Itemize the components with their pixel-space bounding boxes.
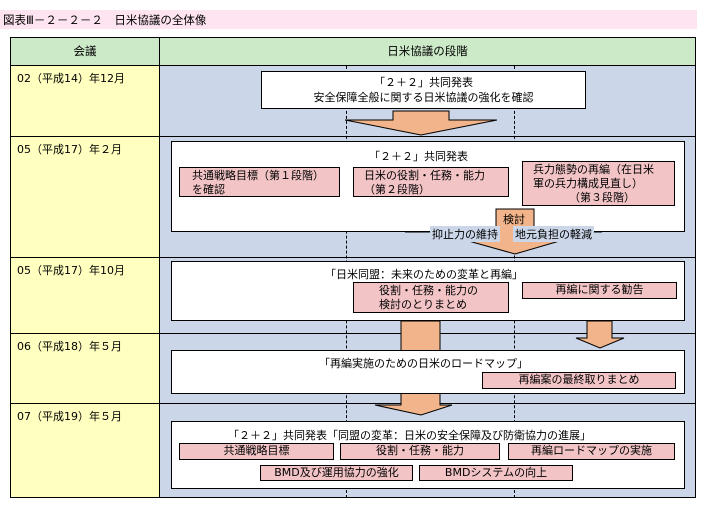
item-line: （第３段階） [569, 191, 635, 204]
arrow-roadmap-down [374, 392, 453, 416]
item-line: （第２段階） [364, 183, 430, 196]
date-cell-2007: 07（平成19）年５月 [10, 403, 160, 498]
arrow-recommendation-down [575, 320, 625, 349]
alliance-transformation-title: 「日米同盟：未来のための変革と再編」 [325, 268, 523, 281]
stage-item-bmd-cooperation: BMD及び運用協力の強化 [260, 465, 413, 481]
deterrence-caption: 抑止力の維持 [430, 226, 500, 242]
date-cell-2002: 02（平成14）年12月 [10, 65, 160, 137]
caption-burden-reduction: 地元負担の軽減 [515, 228, 592, 241]
item-line: 軍の兵力構成見直し） [533, 177, 643, 190]
date-cell-2005-02: 05（平成17）年２月 [10, 136, 160, 258]
item-line: を確認 [192, 183, 225, 196]
stage-item-common-strategic-objectives: 共通戦略目標（第１段階） を確認 [179, 167, 340, 197]
burden-caption: 地元負担の軽減 [513, 226, 594, 242]
roadmap-title: 「再編実施のための日米のロードマップ」 [319, 357, 528, 370]
caption-deterrence: 抑止力の維持 [432, 228, 498, 241]
stage-item-roles-missions: 日米の役割・任務・能力 （第２段階） [353, 167, 509, 197]
date-cell-2005-10: 05（平成17）年10月 [10, 257, 160, 334]
announcement-2007-title: 「２＋２」共同発表「同盟の変革：日米の安全保障及び防衛協力の進展」 [228, 429, 591, 442]
figure-title: 図表Ⅲ－２－２－２ 日米協議の全体像 [0, 10, 697, 29]
announcement-2002-subtitle: 安全保障全般に関する日米協議の強化を確認 [313, 91, 534, 104]
item-line: 日米の役割・任務・能力 [364, 169, 485, 182]
header-stage: 日米協議の段階 [159, 37, 696, 66]
item-line: 共通戦略目標（第１段階） [192, 169, 324, 182]
stage-item-realignment-recommendation: 再編に関する勧告 [522, 282, 677, 299]
stage-item-force-posture: 兵力態勢の再編（在日米 軍の兵力構成見直し） （第３段階） [522, 161, 675, 206]
announcement-2005-02-title: 「２＋２」共同発表 [369, 150, 468, 163]
item-line: 検討のとりまとめ [379, 298, 467, 311]
stage-item-roles-2007: 役割・任務・能力 [340, 443, 500, 460]
header-meeting: 会議 [10, 37, 160, 66]
review-label: 検討 [503, 213, 525, 226]
announcement-2002-title: 「２＋２」共同発表 [374, 76, 473, 89]
stage-item-final-plan: 再編案の最終取りまとめ [482, 372, 676, 389]
item-line: 役割・任務・能力の [379, 284, 478, 297]
stage-item-roles-review: 役割・任務・能力の 検討のとりまとめ [353, 282, 509, 313]
stage-item-common-objectives-2007: 共通戦略目標 [179, 443, 334, 460]
item-line: 兵力態勢の再編（在日米 [533, 163, 654, 176]
stage-item-roadmap-implementation: 再編ロードマップの実施 [508, 443, 675, 460]
stage-item-bmd-system: BMDシステムの向上 [419, 465, 573, 481]
date-cell-2006: 06（平成18）年５月 [10, 333, 160, 404]
announcement-2002-box: 「２＋２」共同発表 安全保障全般に関する日米協議の強化を確認 [261, 71, 586, 109]
